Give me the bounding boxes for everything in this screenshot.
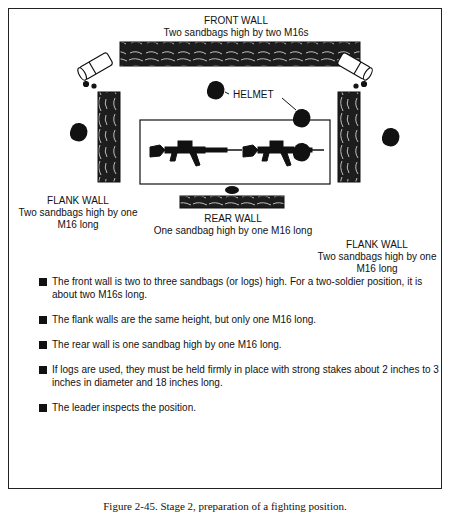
wall-note: Two sandbags high by one M16 long [313, 251, 441, 275]
rear-wall [180, 196, 284, 208]
figure-frame: FRONT WALLTwo sandbags high by two M16sH… [8, 8, 442, 489]
gear-item [76, 52, 374, 88]
figure-caption: Figure 2-45. Stage 2, preparation of a f… [0, 500, 450, 512]
wall-note: Two sandbags high by two M16s [96, 27, 376, 39]
flank-wall [98, 92, 120, 182]
front-wall [120, 42, 360, 66]
flank-wall [338, 92, 360, 182]
m16-rifle [150, 141, 324, 166]
wall-note: One sandbag high by one M16 long [121, 225, 345, 237]
bullet-note: The leader inspects the position. [39, 401, 440, 414]
bullet-note: The rear wall is one sandbag high by one… [39, 338, 440, 351]
bullet-note: The flank walls are the same height, but… [39, 313, 440, 326]
wall-title: REAR WALL [121, 213, 345, 225]
bullet-note: The front wall is two to three sandbags … [39, 275, 440, 301]
sector-rectangle [140, 120, 330, 184]
bullet-note: If logs are used, they must be held firm… [39, 363, 440, 389]
part-name: HELMET [233, 89, 293, 101]
wall-title: FLANK WALL [13, 195, 143, 207]
wall-title: FLANK WALL [313, 239, 441, 251]
wall-note: Two sandbags high by one M16 long [13, 207, 143, 231]
wall-title: FRONT WALL [121, 15, 351, 27]
helmet [70, 81, 399, 194]
